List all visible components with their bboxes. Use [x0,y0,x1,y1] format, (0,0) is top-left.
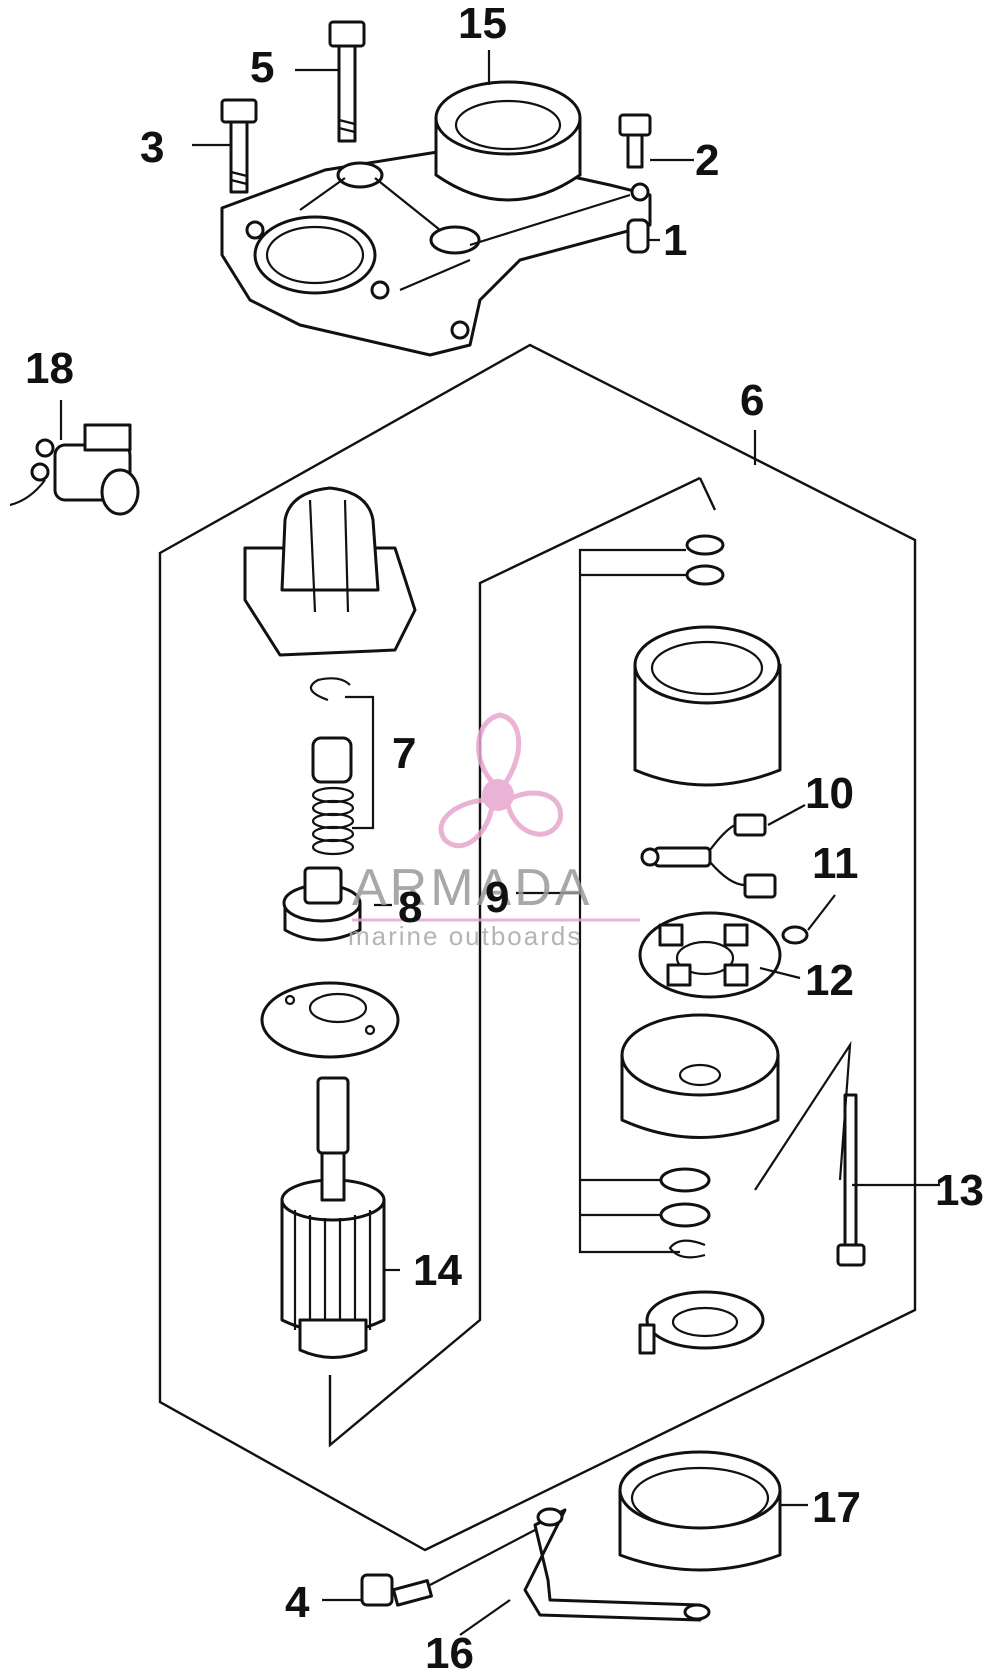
callout-7: 7 [392,729,416,778]
propeller-icon [438,712,563,849]
callout-5: 5 [250,43,274,92]
callout-18: 18 [25,344,74,393]
callout-2: 2 [695,136,719,185]
group-6-outline [158,343,917,1552]
leader-lines [59,50,940,1636]
watermark-brand: ARMADA [352,859,592,917]
pinion-clutch-8 [282,866,362,942]
dowel-pin-1 [626,218,650,254]
watermark-tagline: marine outboards [348,921,582,951]
group-9-outline-tip [698,477,717,511]
callout-9: 9 [485,873,509,922]
callout-14: 14 [413,1246,462,1295]
callout-4: 4 [285,1578,310,1627]
callout-11: 11 [812,839,859,888]
armada-logo-watermark: ARMADA marine outboards [348,712,640,951]
brush-holder-12 [638,911,801,999]
end-cover-bracket [638,1290,765,1355]
yoke-housing [633,625,782,787]
callout-labels: 1 2 3 4 5 6 7 8 9 10 11 12 13 14 15 16 1… [25,0,984,1669]
brush-set-10 [640,804,806,899]
washers [580,1167,711,1259]
bolt-5 [328,20,366,143]
bolt-2 [618,113,652,169]
mounting-bracket [220,148,652,357]
band-17 [618,1450,782,1572]
o-rings [578,534,725,1254]
solenoid-18 [9,423,140,516]
bolt-3 [220,98,258,194]
callout-10: 10 [805,769,854,818]
callout-13: 13 [935,1166,984,1215]
strap-16 [523,1507,711,1622]
callout-17: 17 [812,1483,861,1532]
callout-1: 1 [663,216,687,265]
group-9-outline [328,476,701,1448]
drive-end-housing [243,486,417,657]
armature-14 [280,1076,386,1359]
callout-8: 8 [398,883,422,932]
callout-15: 15 [458,0,507,48]
stop-plate [260,981,400,1059]
spring-11 [781,894,836,945]
callout-16: 16 [425,1629,474,1669]
callout-6: 6 [740,376,764,425]
bolt-4 [360,1529,536,1607]
through-bolt-13 [754,1040,866,1267]
callout-12: 12 [805,956,854,1005]
commutator-end-frame [620,1013,780,1139]
bracket-collar-15 [434,80,582,202]
pinion-stop-kit-7 [309,677,375,856]
callout-3: 3 [140,123,164,172]
